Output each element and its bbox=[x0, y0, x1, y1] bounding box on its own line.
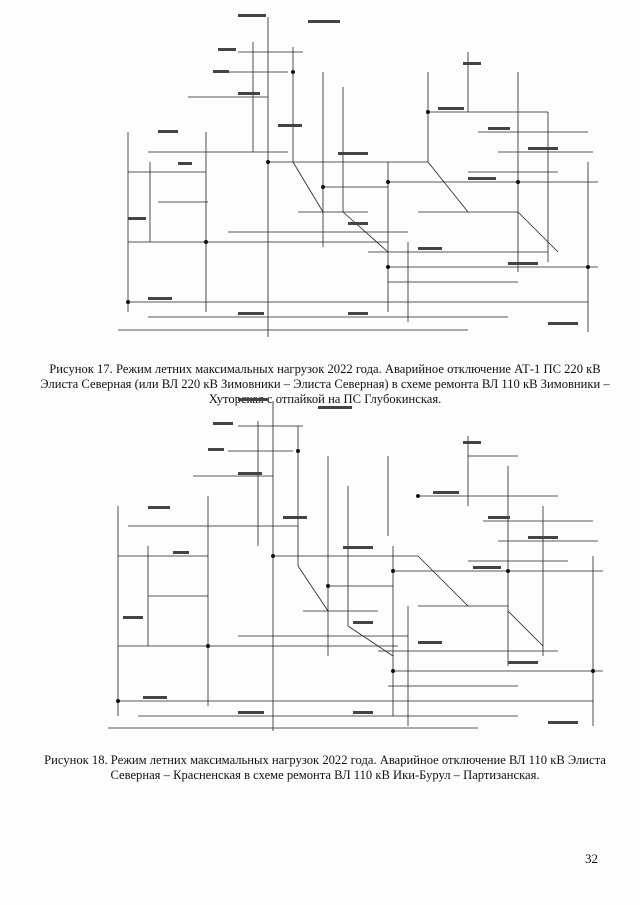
page-number: 32 bbox=[585, 851, 598, 866]
grid-schematic-drawing-1 bbox=[118, 14, 598, 337]
grid-schematic-drawing-2 bbox=[108, 398, 603, 731]
figure-18-caption: Рисунок 18. Режим летних максимальных на… bbox=[44, 752, 606, 782]
figure-17-grid-schematic bbox=[88, 12, 608, 342]
figure-17-caption: Рисунок 17. Режим летних максимальных на… bbox=[40, 361, 610, 406]
figure-18-grid-schematic bbox=[88, 396, 608, 736]
